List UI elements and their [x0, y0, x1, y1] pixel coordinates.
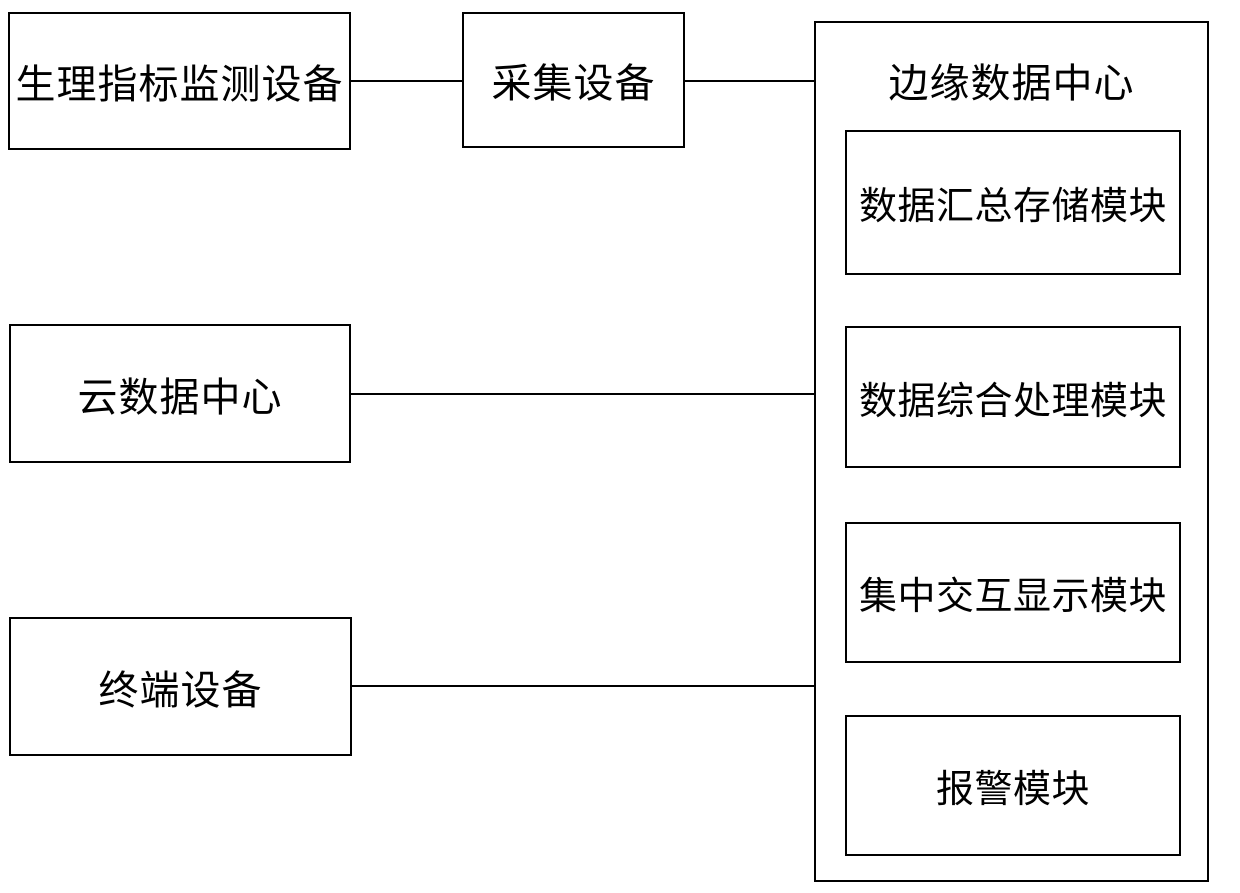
node-edge-data-center: 边缘数据中心 数据汇总存储模块 数据综合处理模块 集中交互显示模块 报警模块 — [814, 21, 1209, 882]
connector-physio-to-collector — [351, 80, 462, 82]
connector-cloud-to-edge-center — [351, 393, 814, 395]
node-collection-device: 采集设备 — [462, 12, 685, 148]
node-cloud-data-center: 云数据中心 — [9, 324, 351, 463]
module-data-aggregation-storage: 数据汇总存储模块 — [845, 130, 1181, 275]
node-terminal-device: 终端设备 — [9, 617, 352, 756]
node-physiological-monitor-device: 生理指标监测设备 — [8, 12, 351, 150]
module-alarm: 报警模块 — [845, 715, 1181, 856]
module-data-comprehensive-processing: 数据综合处理模块 — [845, 326, 1181, 468]
module-centralized-interactive-display: 集中交互显示模块 — [845, 522, 1181, 663]
edge-data-center-title: 边缘数据中心 — [888, 61, 1135, 106]
connector-collector-to-edge-center — [685, 80, 814, 82]
connector-terminal-to-edge-center — [352, 685, 814, 687]
